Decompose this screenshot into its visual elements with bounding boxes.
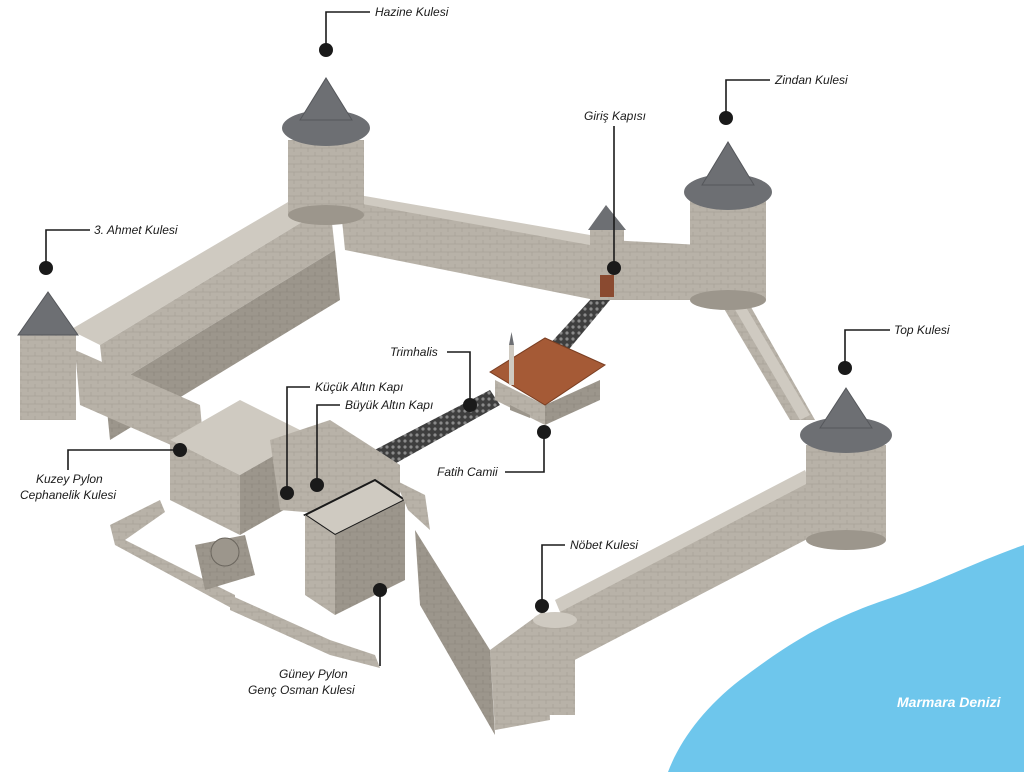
marker-giris — [607, 261, 621, 275]
marker-fatih — [537, 425, 551, 439]
label-cephanelik-kulesi: Cephanelik Kulesi — [20, 488, 116, 502]
marker-trimhalis — [463, 398, 477, 412]
top-tower — [800, 388, 892, 550]
label-3-ahmet-kulesi: 3. Ahmet Kulesi — [94, 223, 178, 237]
marker-kuzey — [173, 443, 187, 457]
label-guney-pylon: Güney Pylon — [279, 667, 348, 681]
label-top-kulesi: Top Kulesi — [894, 323, 950, 337]
marker-top — [838, 361, 852, 375]
zindan-tower — [684, 142, 772, 310]
marker-nobet — [535, 599, 549, 613]
giris-gatehouse — [588, 205, 626, 300]
label-zindan-kulesi: Zindan Kulesi — [774, 73, 848, 87]
marker-zindan — [719, 111, 733, 125]
label-giris-kapisi: Giriş Kapısı — [584, 109, 646, 123]
ahmet-tower — [18, 292, 78, 420]
label-kuzey-pylon: Kuzey Pylon — [36, 472, 103, 486]
hazine-tower — [282, 78, 370, 225]
marker-kucuk — [280, 486, 294, 500]
label-buyuk-altin-kapi: Büyük Altın Kapı — [345, 398, 433, 412]
marker-ahmet — [39, 261, 53, 275]
label-marmara-denizi: Marmara Denizi — [897, 694, 1002, 710]
label-nobet-kulesi: Nöbet Kulesi — [570, 538, 638, 552]
label-genc-osman-kulesi: Genç Osman Kulesi — [248, 683, 355, 697]
label-hazine-kulesi: Hazine Kulesi — [375, 5, 449, 19]
label-fatih-camii: Fatih Camii — [437, 465, 498, 479]
marker-buyuk — [310, 478, 324, 492]
label-kucuk-altin-kapi: Küçük Altın Kapı — [315, 380, 403, 394]
marker-hazine — [319, 43, 333, 57]
label-trimhalis: Trimhalis — [390, 345, 438, 359]
nobet-tower — [533, 612, 577, 715]
marker-guney — [373, 583, 387, 597]
